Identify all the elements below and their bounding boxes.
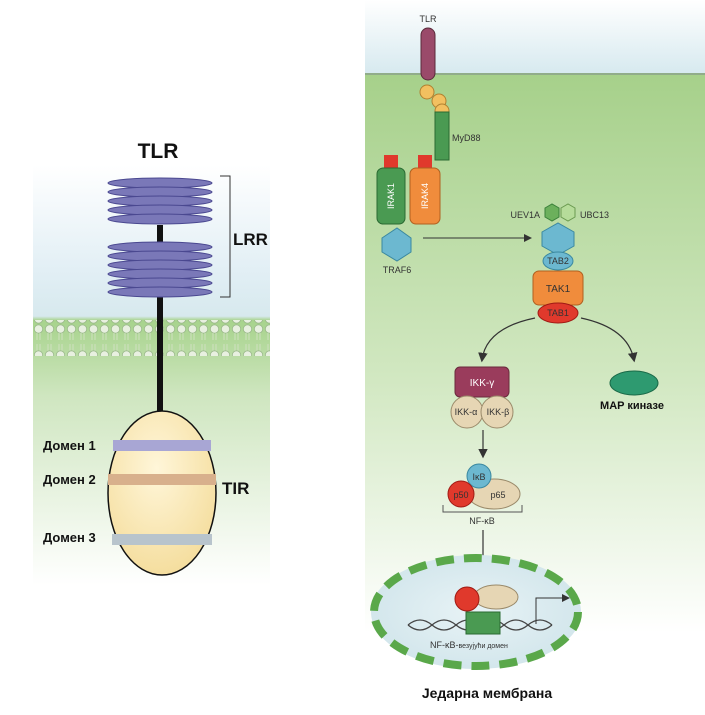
- arrow-tak1-to-ikk: [478, 317, 536, 363]
- map-kinase-label: MAP киназе: [600, 400, 664, 412]
- dna-label: NF-κB-везујући домен: [430, 640, 508, 650]
- tlr-receptor: [420, 27, 436, 81]
- cytoplasm: [365, 73, 705, 633]
- tab1: [537, 302, 579, 324]
- tlr-title: TLR: [138, 140, 179, 163]
- traf6: [381, 227, 412, 262]
- tak1-label: TAK1: [546, 284, 571, 295]
- myd88: [434, 111, 450, 161]
- domain-3-label: Домен 3: [43, 530, 96, 545]
- ikb: [466, 463, 492, 489]
- nfkb-bracket: [442, 505, 523, 513]
- tab2: [542, 251, 574, 271]
- lrr-label: LRR: [233, 230, 268, 249]
- arrow-tak1-to-map: [580, 317, 638, 363]
- tir-domain: [107, 410, 217, 576]
- uev1a-label: UEV1A: [510, 210, 540, 220]
- ikk-gamma-label: IKK-γ: [470, 378, 494, 389]
- uev1a: [544, 203, 560, 222]
- ubc13-label: UBC13: [580, 210, 609, 220]
- tir-label: TIR: [222, 479, 249, 498]
- nfkb-p50: [447, 480, 475, 508]
- left-panel: TLR LRR TIR Домен 1 Домен 2 Домен 3: [33, 140, 270, 585]
- lrr-repeats: [107, 177, 213, 298]
- domain-1-label: Домен 1: [43, 438, 96, 453]
- irak4-label: IRAK4: [420, 183, 430, 209]
- p50-label: p50: [453, 490, 468, 500]
- tab2-label: TAB2: [547, 256, 569, 266]
- traf6-label: TRAF6: [383, 265, 412, 275]
- domain-3-band: [112, 534, 212, 545]
- nuclear-membrane: [370, 554, 582, 670]
- nuclear-membrane-label: Једарна мембрана: [422, 685, 553, 701]
- tak1-traf6-hex: [541, 222, 575, 256]
- irak4: [409, 167, 441, 225]
- ikk-gamma: [454, 366, 510, 398]
- nuclear-p65: [473, 584, 519, 610]
- domain-2-band: [108, 474, 216, 485]
- ikk-alpha-label: IKK-α: [455, 407, 478, 417]
- map-kinase: [609, 370, 659, 396]
- domain-2-label: Домен 2: [43, 472, 96, 487]
- tab1-label: TAB1: [547, 308, 569, 318]
- nuclear-p50: [454, 586, 480, 612]
- tlr-receptor-label: TLR: [419, 14, 437, 24]
- ikb-label: IκB: [472, 472, 485, 482]
- lrr-bracket: [220, 175, 231, 298]
- irak1-red-cap: [384, 155, 398, 169]
- p65-label: p65: [490, 490, 505, 500]
- right-panel: IRAK1 IRAK4 TAB2 TAK1 TAB1 IKK-γ IKK-α I…: [365, 0, 705, 701]
- nfkb-binding-site: [465, 611, 501, 635]
- tir-circle-1: [419, 84, 435, 100]
- left-membrane: [33, 320, 270, 356]
- irak1: [376, 167, 406, 225]
- nfkb-label: NF-κB: [469, 516, 495, 526]
- extracellular-space: [365, 0, 705, 75]
- myd88-label: MyD88: [452, 133, 481, 143]
- ikk-beta: [480, 395, 514, 429]
- ubc13: [560, 203, 576, 222]
- dna-label-small: везујући домен: [459, 642, 508, 650]
- irak4-red-cap: [418, 155, 432, 169]
- ikk-beta-label: IKK-β: [487, 407, 510, 417]
- transcription-arrow: [535, 594, 570, 624]
- irak1-label: IRAK1: [386, 183, 396, 209]
- domain-1-band: [113, 440, 211, 451]
- dna-label-main: NF-κB-: [430, 640, 459, 650]
